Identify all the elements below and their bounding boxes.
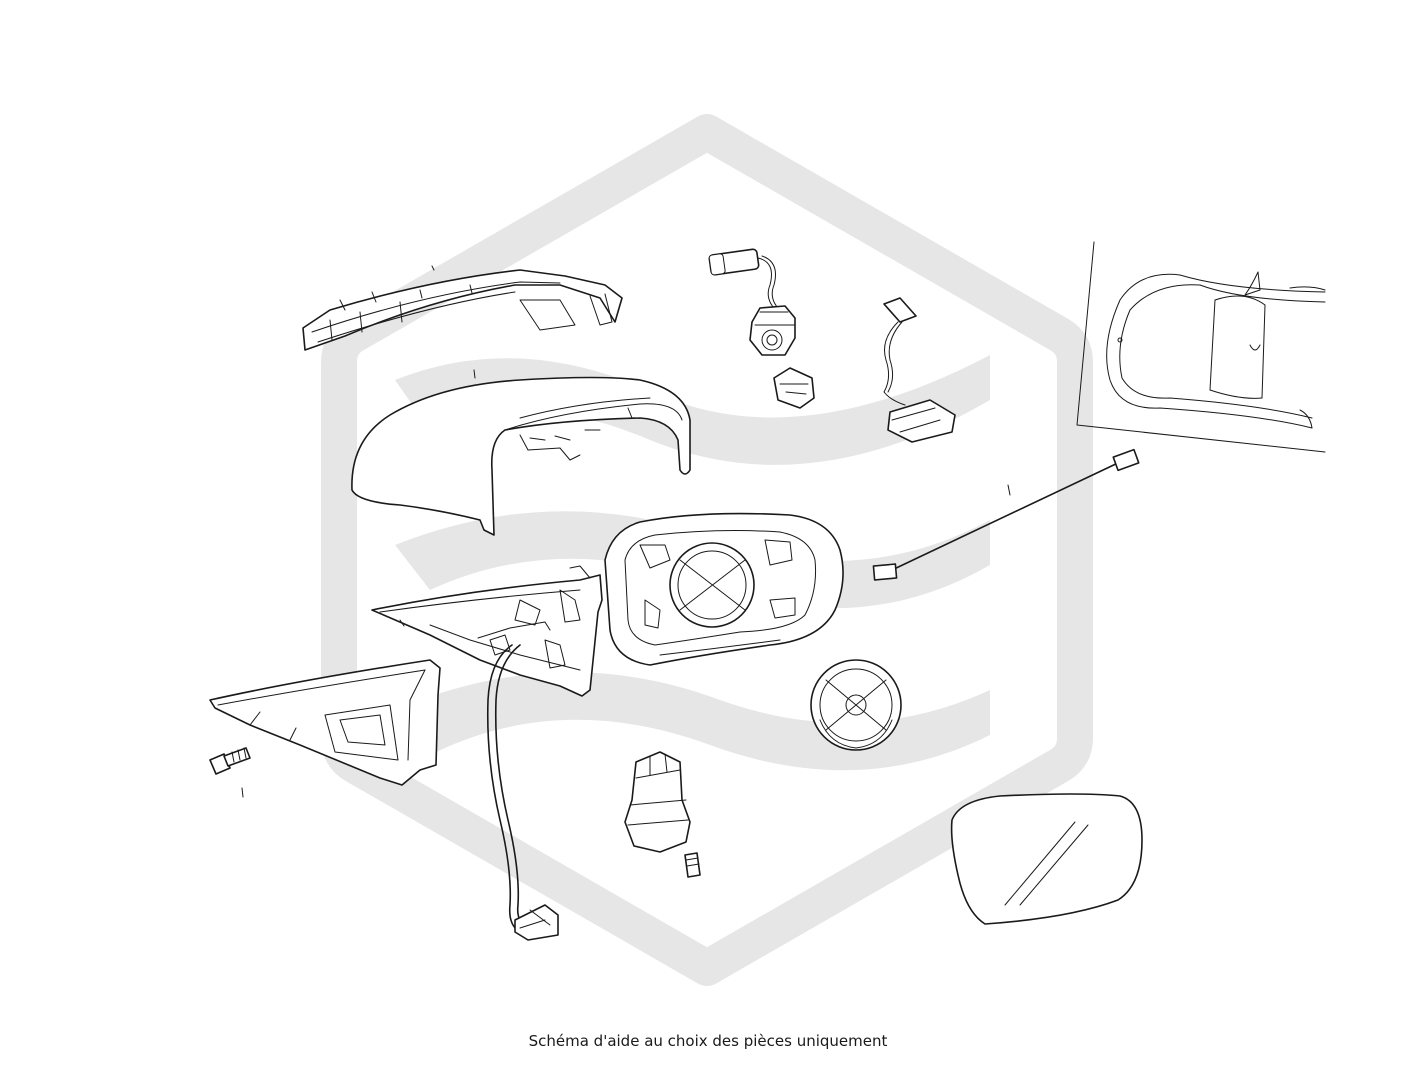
- vehicle-location-view: [1076, 241, 1326, 453]
- adjustment-actuator: [810, 659, 902, 751]
- mirror-glass: [950, 793, 1143, 925]
- wiring-module: [883, 297, 956, 443]
- mirror-cable-harness: [477, 621, 559, 941]
- diagram-caption: Schéma d'aide au choix des pièces unique…: [528, 1032, 888, 1050]
- heating-cable: [872, 448, 1140, 581]
- mirror-housing-frame: [604, 512, 844, 666]
- mirror-cover-cap: [351, 369, 691, 536]
- turn-signal-indicator: [302, 265, 623, 351]
- mounting-screw: [209, 747, 251, 798]
- camera-connector: [708, 248, 783, 313]
- base-trim-cover: [209, 659, 441, 786]
- camera-module: [749, 305, 815, 409]
- fold-motor: [624, 751, 701, 878]
